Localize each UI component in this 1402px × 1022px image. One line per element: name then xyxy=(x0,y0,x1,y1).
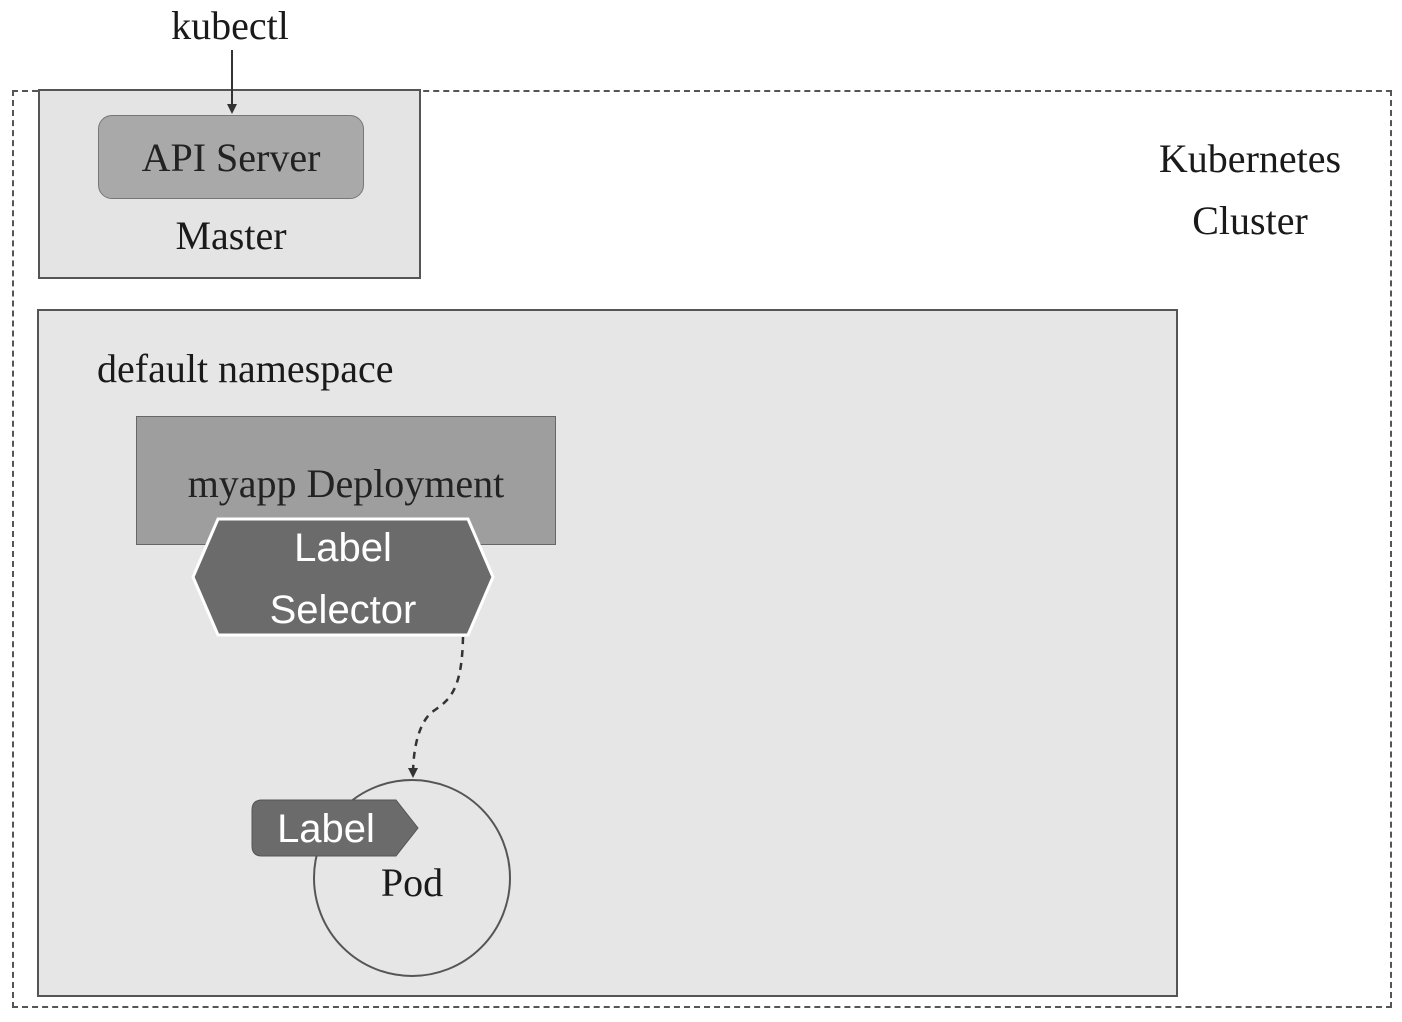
pod-label-tag-text: Label xyxy=(277,807,375,851)
namespace-label: default namespace xyxy=(97,346,394,391)
label-selector-hexagon xyxy=(191,517,495,637)
kubernetes-cluster-boundary xyxy=(12,90,1392,1008)
pod-circle xyxy=(313,779,511,977)
master-label: Master xyxy=(175,213,287,258)
pod-label: Pod xyxy=(381,860,443,905)
label-selector-line2: Selector xyxy=(270,588,417,632)
deployment-label: myapp Deployment xyxy=(187,461,505,506)
selector-to-pod-connector xyxy=(408,636,465,778)
label-selector-line1: Label xyxy=(294,526,392,570)
api-server-box: API Server xyxy=(98,115,364,199)
pod-label-tag xyxy=(251,799,419,857)
cluster-label: Kubernetes Cluster xyxy=(1130,128,1370,252)
kubectl-label: kubectl xyxy=(171,3,289,48)
cluster-label-line2: Cluster xyxy=(1192,198,1308,243)
cluster-label-line1: Kubernetes xyxy=(1158,136,1342,181)
